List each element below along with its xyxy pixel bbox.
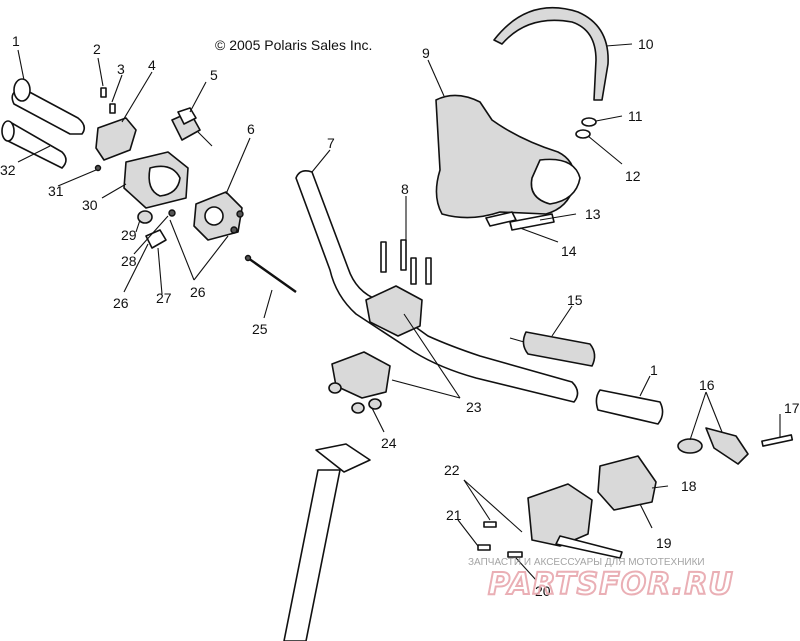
callout-24: 24 — [381, 435, 397, 451]
part-21-screw — [477, 544, 491, 551]
callout-30: 30 — [82, 197, 98, 213]
part-24-nuts — [328, 382, 382, 414]
steering-post — [283, 443, 371, 641]
part-30-throttle-housing — [123, 151, 189, 209]
part-23-clamps — [331, 285, 423, 399]
part-10-pad-strap — [493, 6, 609, 101]
callout-16: 16 — [699, 377, 715, 393]
callout-26-left: 26 — [113, 295, 129, 311]
callout-2: 2 — [93, 41, 101, 57]
watermark-logo: PARTSFOR.RU — [488, 567, 734, 602]
callout-4: 4 — [148, 57, 156, 73]
callout-20: 20 — [535, 583, 551, 599]
part-29-nut — [137, 210, 153, 224]
watermark: ЗАПЧАСТИ И АКСЕССУАРЫ ДЛЯ МОТОТЕХНИКИ PA… — [468, 557, 734, 603]
part-25-cable-pin — [244, 254, 297, 293]
callout-21: 21 — [446, 507, 462, 523]
part-31-pin — [94, 164, 102, 172]
callout-14: 14 — [561, 243, 577, 259]
callout-17: 17 — [784, 400, 800, 416]
leader-lines — [17, 43, 781, 581]
part-18-cover — [597, 455, 657, 511]
part-27-bracket — [145, 229, 167, 249]
part-5-switch — [171, 107, 213, 147]
part-9-handlebar-pad — [435, 94, 581, 219]
callout-19: 19 — [656, 535, 672, 551]
callout-1-left: 1 — [12, 33, 20, 49]
callout-8: 8 — [401, 181, 409, 197]
callout-23: 23 — [466, 399, 482, 415]
part-13-14-strap — [485, 211, 555, 231]
part-1-right-grip — [595, 389, 664, 425]
callout-5: 5 — [210, 67, 218, 83]
part-19-master-cylinder — [527, 483, 623, 559]
callout-3: 3 — [117, 61, 125, 77]
callout-25: 25 — [252, 321, 268, 337]
part-20-screw — [507, 551, 523, 558]
part-15-right-grip — [509, 331, 596, 367]
callout-32: 32 — [0, 162, 16, 178]
callout-22: 22 — [444, 462, 460, 478]
callout-18: 18 — [681, 478, 697, 494]
callout-9: 9 — [422, 45, 430, 61]
callout-6: 6 — [247, 121, 255, 137]
copyright-text: © 2005 Polaris Sales Inc. — [215, 37, 372, 53]
watermark-caption: ЗАПЧАСТИ И АКСЕССУАРЫ ДЛЯ МОТОТЕХНИКИ — [468, 557, 705, 568]
callout-1-right: 1 — [650, 362, 658, 378]
callout-15: 15 — [567, 292, 583, 308]
part-2-screw — [100, 87, 107, 98]
callout-26-right: 26 — [190, 284, 206, 300]
callout-11: 11 — [628, 108, 643, 124]
part-28-screw — [168, 209, 176, 217]
callout-29: 29 — [121, 227, 137, 243]
part-8-bolts — [380, 239, 432, 285]
part-16-bar-end — [677, 427, 749, 465]
part-6-switch-housing — [193, 191, 244, 241]
callout-12: 12 — [625, 168, 641, 184]
part-32-grip-sleeve — [1, 120, 67, 169]
callout-27: 27 — [156, 290, 172, 306]
part-12-washer — [575, 129, 591, 139]
callout-13: 13 — [585, 206, 601, 222]
part-22-screws — [483, 521, 497, 528]
part-3-screw — [109, 103, 116, 114]
part-11-washer — [581, 117, 597, 127]
callout-31: 31 — [48, 183, 64, 199]
part-7-handlebar — [295, 170, 579, 403]
callout-10: 10 — [638, 36, 654, 52]
callout-7: 7 — [327, 135, 335, 151]
part-17-screw — [761, 434, 794, 447]
part-4-clamp — [95, 117, 137, 161]
callout-28: 28 — [121, 253, 137, 269]
part-1-left-grip — [11, 78, 86, 135]
callout-numbers: 1 2 3 4 5 6 7 8 9 10 11 12 13 14 15 1 16… — [0, 33, 800, 599]
